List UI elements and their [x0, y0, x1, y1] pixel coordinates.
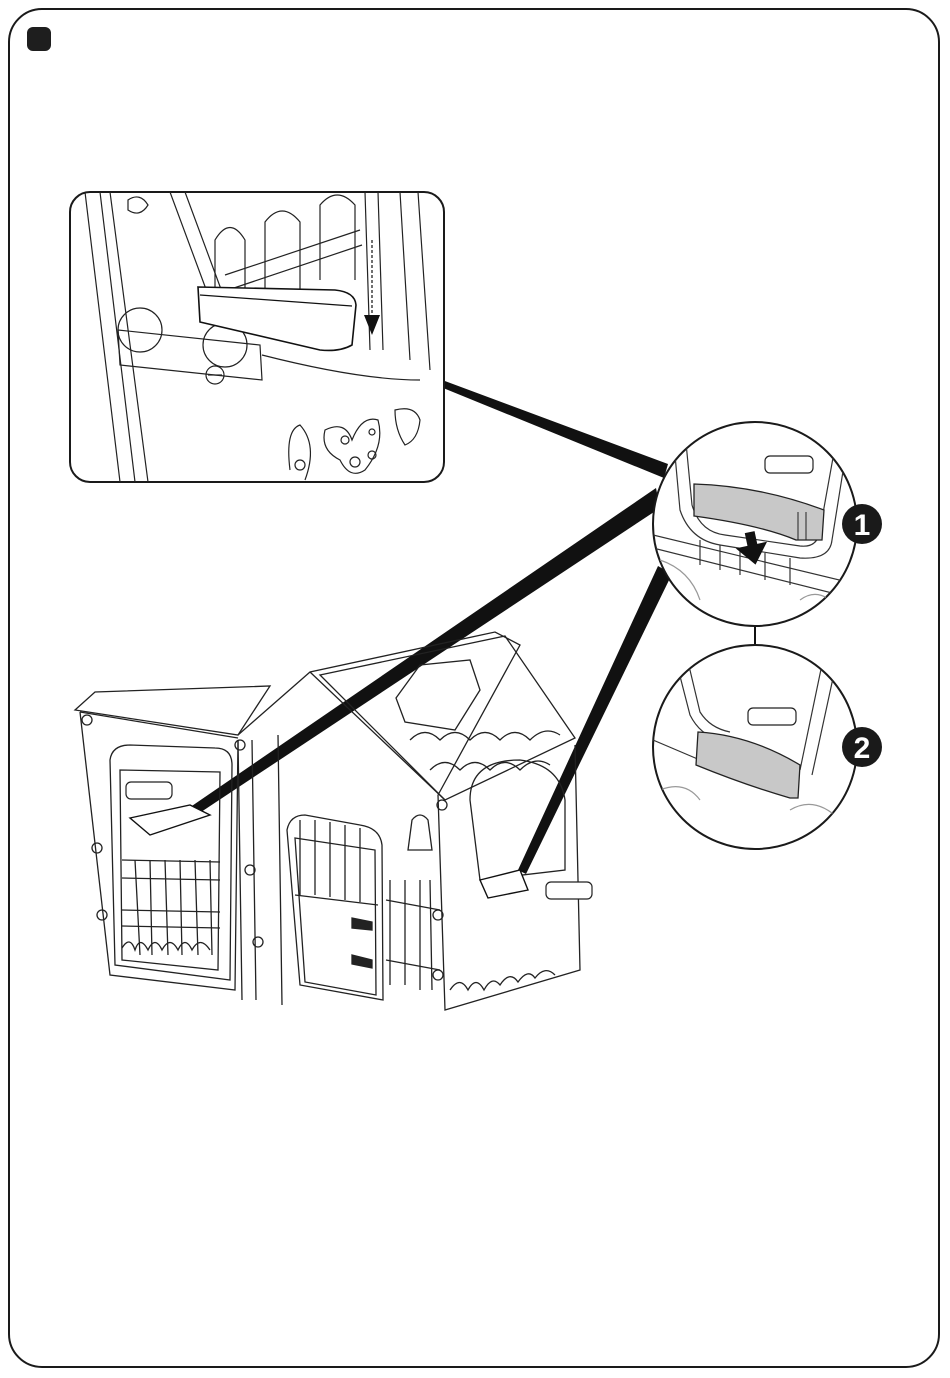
- sill-part-highlight: [693, 483, 825, 541]
- callout-step-2: 2: [652, 644, 882, 850]
- part-label-box-right: [545, 881, 593, 900]
- step-badge-2: [842, 727, 882, 767]
- step-number-1: 1: [854, 509, 871, 542]
- step-badge-1: [842, 504, 882, 544]
- callout-step-1: 1: [652, 421, 882, 627]
- playhouse-view: [73, 631, 581, 1011]
- detail-inset: [69, 191, 445, 483]
- sill-left: [128, 804, 212, 836]
- label-box: [747, 707, 797, 726]
- step-number-2: 2: [854, 732, 871, 765]
- sill-part-highlight: [695, 731, 801, 799]
- part-label-box-left: [125, 781, 173, 800]
- arrow-down-icon: [735, 531, 768, 565]
- arrow-down-icon: [364, 240, 380, 335]
- step-marker: [27, 27, 51, 51]
- sill-part: [197, 286, 357, 352]
- page-frame: [8, 8, 940, 1368]
- sill-right: [479, 869, 529, 899]
- label-box: [764, 455, 814, 474]
